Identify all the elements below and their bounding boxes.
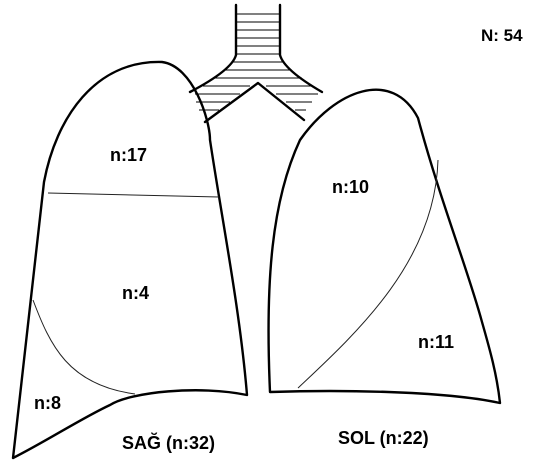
right-lung-caption: SAĞ (n:32) (122, 432, 215, 453)
right-lower-lobe-count: n:8 (34, 393, 61, 413)
right-horizontal-fissure (48, 193, 219, 197)
left-lung-outline (269, 90, 500, 403)
left-upper-lobe-count: n:10 (332, 177, 369, 197)
total-count-label: N: 54 (481, 26, 523, 45)
right-middle-lobe-count: n:4 (122, 283, 149, 303)
tracheal-rings (195, 14, 318, 110)
left-lung (269, 90, 500, 403)
left-lung-caption: SOL (n:22) (338, 428, 429, 448)
left-lower-lobe-count: n:11 (418, 332, 454, 352)
right-oblique-fissure (33, 300, 135, 394)
trachea (190, 5, 322, 122)
right-upper-lobe-count: n:17 (110, 145, 147, 165)
